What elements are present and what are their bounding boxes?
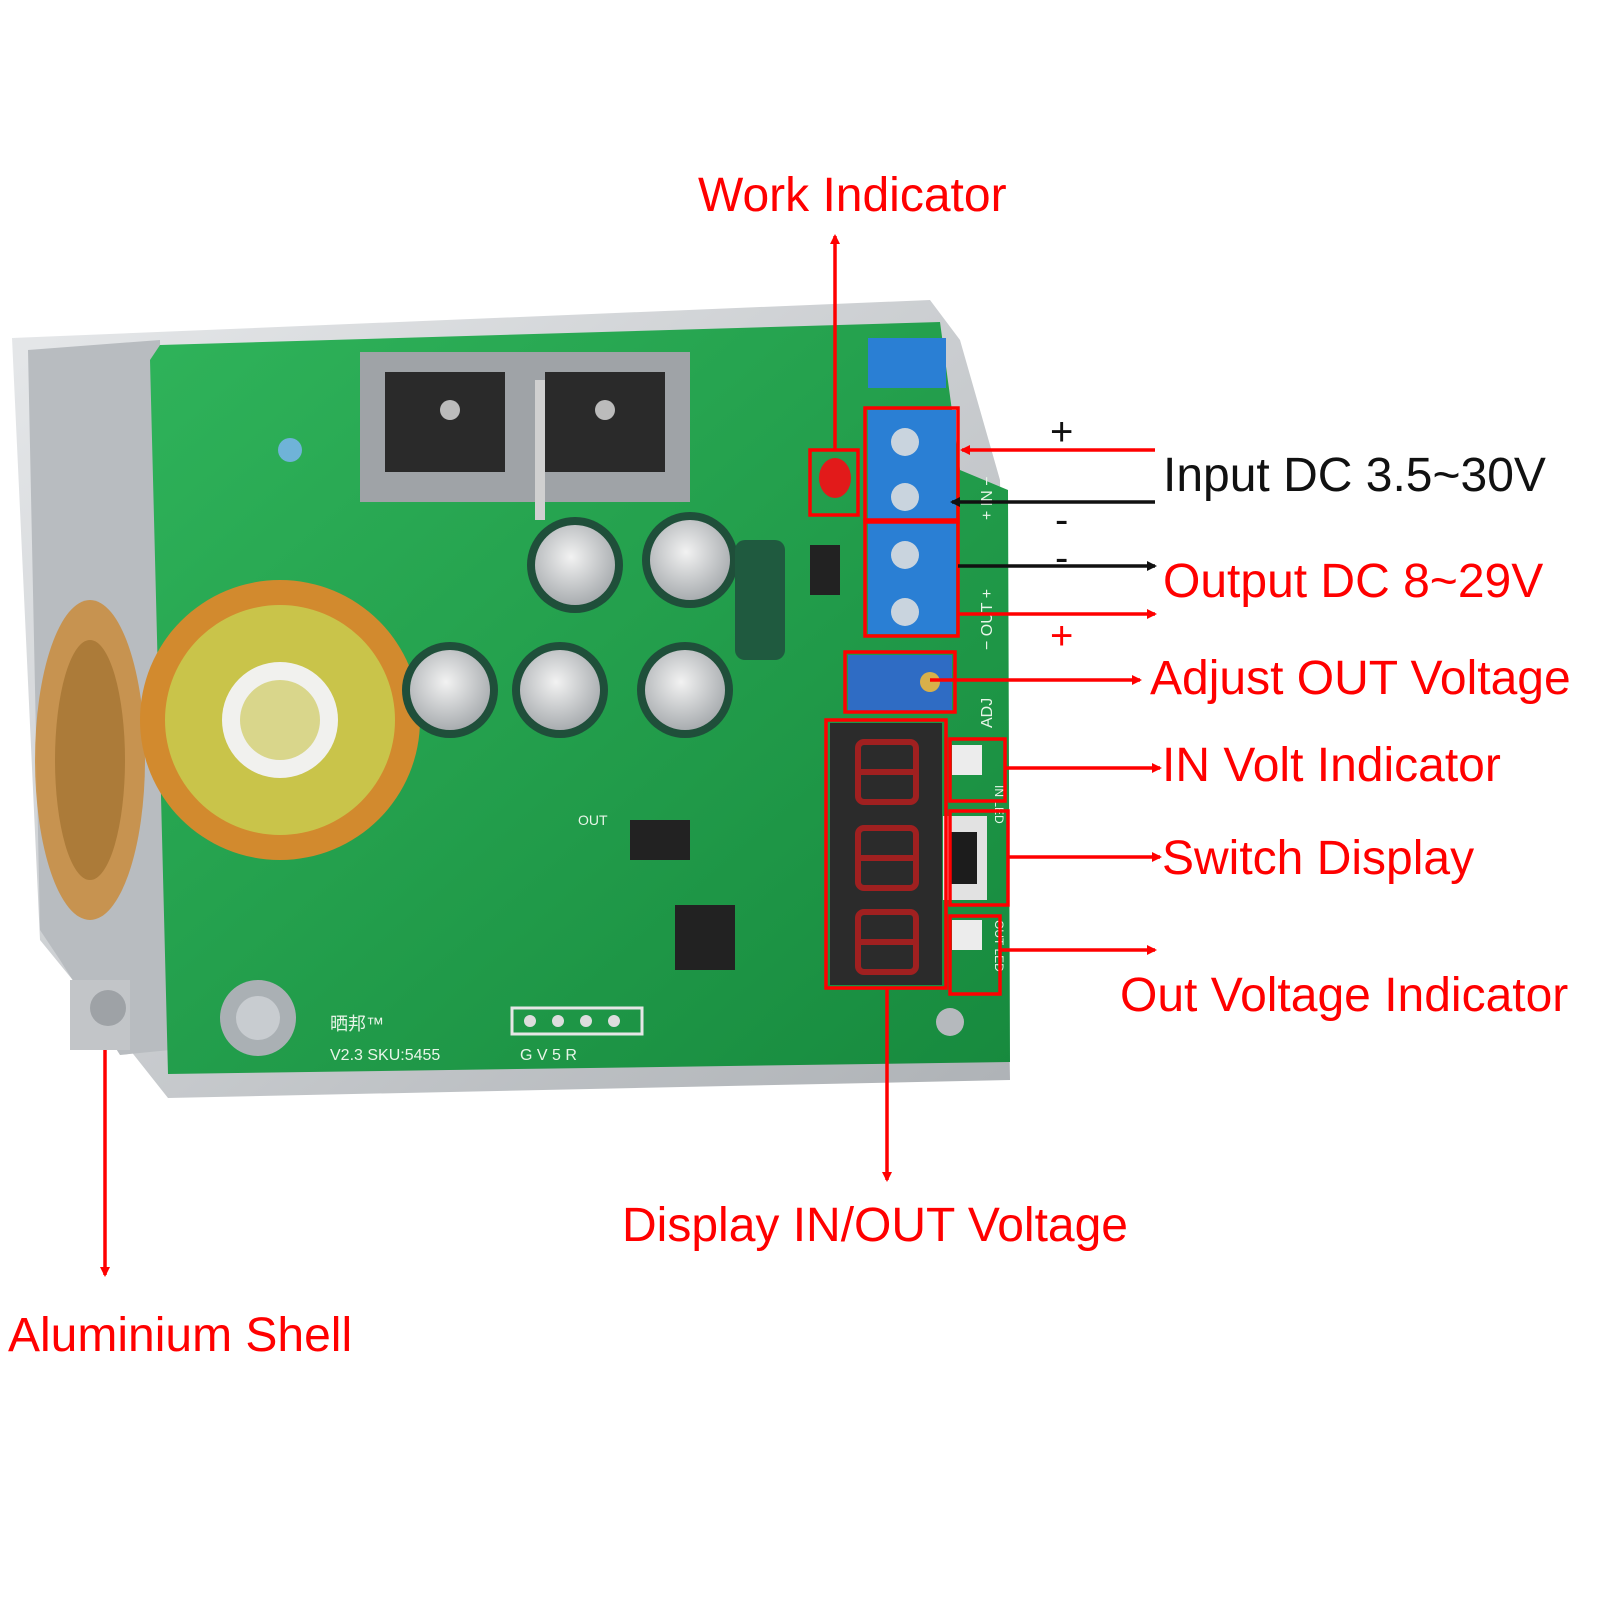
- in-led-text: IN LED: [992, 785, 1006, 824]
- term-out-text: − OUT +: [979, 589, 996, 650]
- version-text: V2.3 SKU:5455: [330, 1047, 440, 1064]
- header-pins-text: G V 5 R: [520, 1047, 577, 1064]
- in-led-box: [948, 737, 1007, 803]
- brand-text: 晒邦™: [330, 1014, 384, 1034]
- output-minus-sign: -: [1055, 536, 1069, 580]
- out-volt-label: Out Voltage Indicator: [1120, 969, 1569, 1022]
- input-minus-sign: -: [1055, 498, 1069, 542]
- output-dc-label: Output DC 8~29V: [1163, 555, 1544, 608]
- work-indicator-label: Work Indicator: [698, 169, 1007, 222]
- input-plus-sign: +: [1050, 410, 1074, 454]
- out-led-box: [948, 914, 1002, 996]
- input-terminal-box: [863, 406, 960, 524]
- in-volt-label: IN Volt Indicator: [1162, 739, 1501, 792]
- highlight-boxes: [808, 406, 1010, 996]
- pot-box: [843, 650, 957, 714]
- term-in-text: + IN −: [979, 476, 996, 520]
- display-inout-label: Display IN/OUT Voltage: [622, 1199, 1128, 1252]
- switch-display-label: Switch Display: [1162, 832, 1475, 885]
- aluminium-shell-label: Aluminium Shell: [8, 1309, 353, 1362]
- adjust-out-label: Adjust OUT Voltage: [1150, 652, 1571, 705]
- pcb-board: [140, 322, 1010, 1074]
- out-mark-text: OUT: [578, 812, 608, 828]
- input-dc-label: Input DC 3.5~30V: [1163, 449, 1546, 502]
- output-plus-sign: +: [1050, 614, 1074, 658]
- board-silkscreen: 晒邦™ V2.3 SKU:5455 G V 5 R OUT + IN − − O…: [330, 476, 1006, 1064]
- annotation-arrows: [100, 234, 1162, 1277]
- output-terminal-box: [863, 518, 960, 638]
- seven-seg-digits: [855, 739, 919, 975]
- adj-text: ADJ: [979, 698, 996, 728]
